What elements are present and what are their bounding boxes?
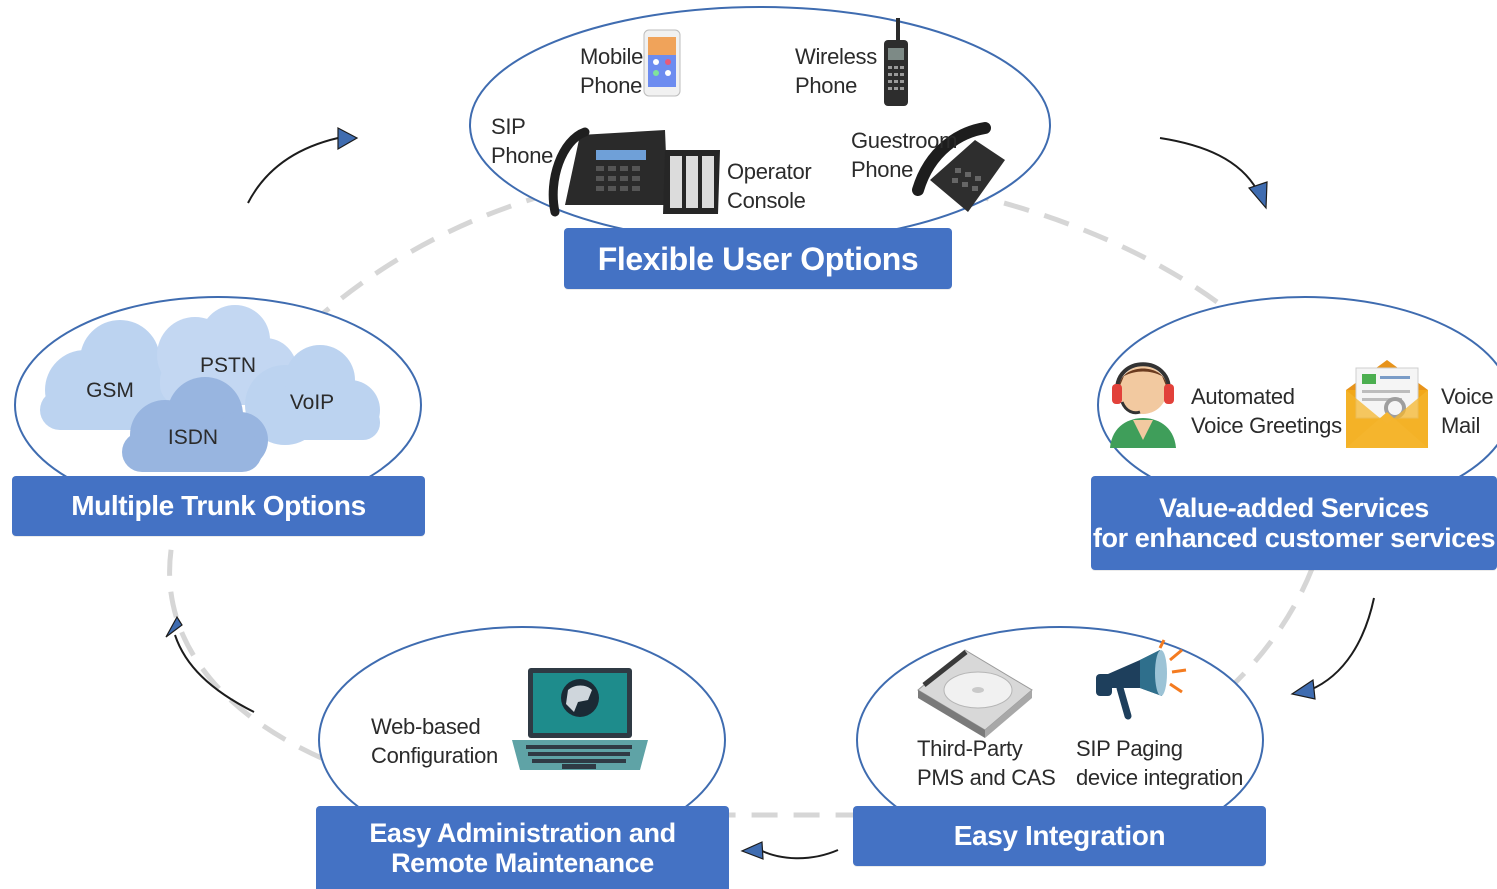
- cycle-arrows: [174, 137, 1375, 860]
- easy-integration-banner: Easy Integration: [853, 806, 1266, 866]
- value-added-services-title-line2: for enhanced customer services: [1092, 523, 1496, 553]
- mail-envelope-icon: [1346, 360, 1428, 448]
- cloud-voip: [245, 345, 380, 445]
- operator-headset-icon: [1110, 362, 1176, 448]
- mobile-phone-icon: [643, 29, 681, 97]
- multiple-trunk-options-banner: Multiple Trunk Options: [12, 476, 425, 536]
- voice-mail-label-line2: Mail: [1441, 413, 1481, 438]
- guestroom-phone-label-line1: Guestroom: [851, 128, 958, 153]
- operator-console-label: Operator Console: [727, 157, 812, 215]
- operator-console-label-line2: Console: [727, 188, 806, 213]
- guestroom-phone-icon: [912, 122, 1005, 212]
- third-party-label: Third-Party PMS and CAS: [917, 734, 1056, 792]
- trunk-clouds: GSM PSTN VoIP ISDN: [40, 305, 380, 472]
- sip-phone-icon: [548, 127, 720, 217]
- arrow-top-left: [247, 137, 339, 204]
- arrowhead-right-down: [1290, 678, 1316, 700]
- third-party-label-line1: Third-Party: [917, 736, 1023, 761]
- laptop-globe-icon: [512, 668, 648, 770]
- sip-paging-label-line1: SIP Paging: [1076, 736, 1183, 761]
- mobile-phone-label-line1: Mobile: [580, 44, 644, 69]
- web-config-label-line1: Web-based: [371, 714, 481, 739]
- easy-administration-banner: Easy Administration and Remote Maintenan…: [316, 806, 729, 889]
- wireless-phone-label: Wireless Phone: [795, 42, 877, 100]
- sip-phone-label-line2: Phone: [491, 143, 554, 168]
- wireless-phone-icon: [884, 18, 908, 106]
- operator-console-label-line1: Operator: [727, 159, 812, 184]
- wireless-phone-label-line1: Wireless: [795, 44, 877, 69]
- arrow-right-down: [1309, 597, 1375, 691]
- voice-mail-label-line1: Voice: [1441, 384, 1494, 409]
- wireless-phone-label-line2: Phone: [795, 73, 858, 98]
- arrow-left-up: [174, 634, 255, 713]
- automated-greetings-label-line2: Voice Greetings: [1191, 413, 1342, 438]
- cloud-pstn-label: PSTN: [200, 354, 256, 377]
- voice-mail-label: Voice Mail: [1441, 382, 1494, 440]
- guestroom-phone-label: Guestroom Phone: [851, 126, 957, 184]
- arrowhead-top-left: [337, 127, 359, 151]
- flexible-user-options-title: Flexible User Options: [597, 240, 919, 277]
- arrowhead-bottom: [740, 841, 764, 860]
- mobile-phone-label-line2: Phone: [580, 73, 643, 98]
- easy-administration-title-line2: Remote Maintenance: [391, 847, 654, 878]
- automated-greetings-label: Automated Voice Greetings: [1191, 382, 1342, 440]
- multiple-trunk-options-title: Multiple Trunk Options: [71, 490, 366, 521]
- easy-administration-title-line1: Easy Administration and: [369, 817, 676, 848]
- arrow-top-right: [1159, 137, 1258, 191]
- web-config-label-line2: Configuration: [371, 743, 498, 768]
- cloud-isdn: [122, 377, 268, 472]
- easy-integration-title: Easy Integration: [953, 820, 1166, 851]
- arrowhead-left-up: [165, 615, 183, 638]
- mobile-phone-label: Mobile Phone: [580, 42, 643, 100]
- guestroom-phone-label-line2: Phone: [851, 157, 914, 182]
- cloud-gsm-label: GSM: [86, 379, 134, 402]
- value-added-services-banner: Value-added Services for enhanced custom…: [1091, 476, 1497, 570]
- cloud-voip-label: VoIP: [290, 391, 334, 414]
- value-added-services-title-line1: Value-added Services: [1159, 493, 1429, 523]
- sip-paging-label: SIP Paging device integration: [1076, 734, 1243, 792]
- cd-disc-icon: [917, 649, 1033, 738]
- automated-greetings-label-line1: Automated: [1191, 384, 1295, 409]
- third-party-label-line2: PMS and CAS: [917, 765, 1056, 790]
- sip-phone-label: SIP Phone: [491, 112, 553, 170]
- sip-phone-label-line1: SIP: [491, 114, 526, 139]
- sip-paging-label-line2: device integration: [1076, 765, 1244, 790]
- arrowhead-top-right: [1247, 181, 1268, 210]
- arrow-bottom: [759, 849, 839, 860]
- web-config-label: Web-based Configuration: [371, 712, 498, 770]
- arrow-heads: [165, 127, 1316, 860]
- megaphone-icon: [1096, 639, 1187, 720]
- cloud-isdn-label: ISDN: [168, 426, 218, 449]
- flexible-user-options-banner: Flexible User Options: [564, 228, 952, 289]
